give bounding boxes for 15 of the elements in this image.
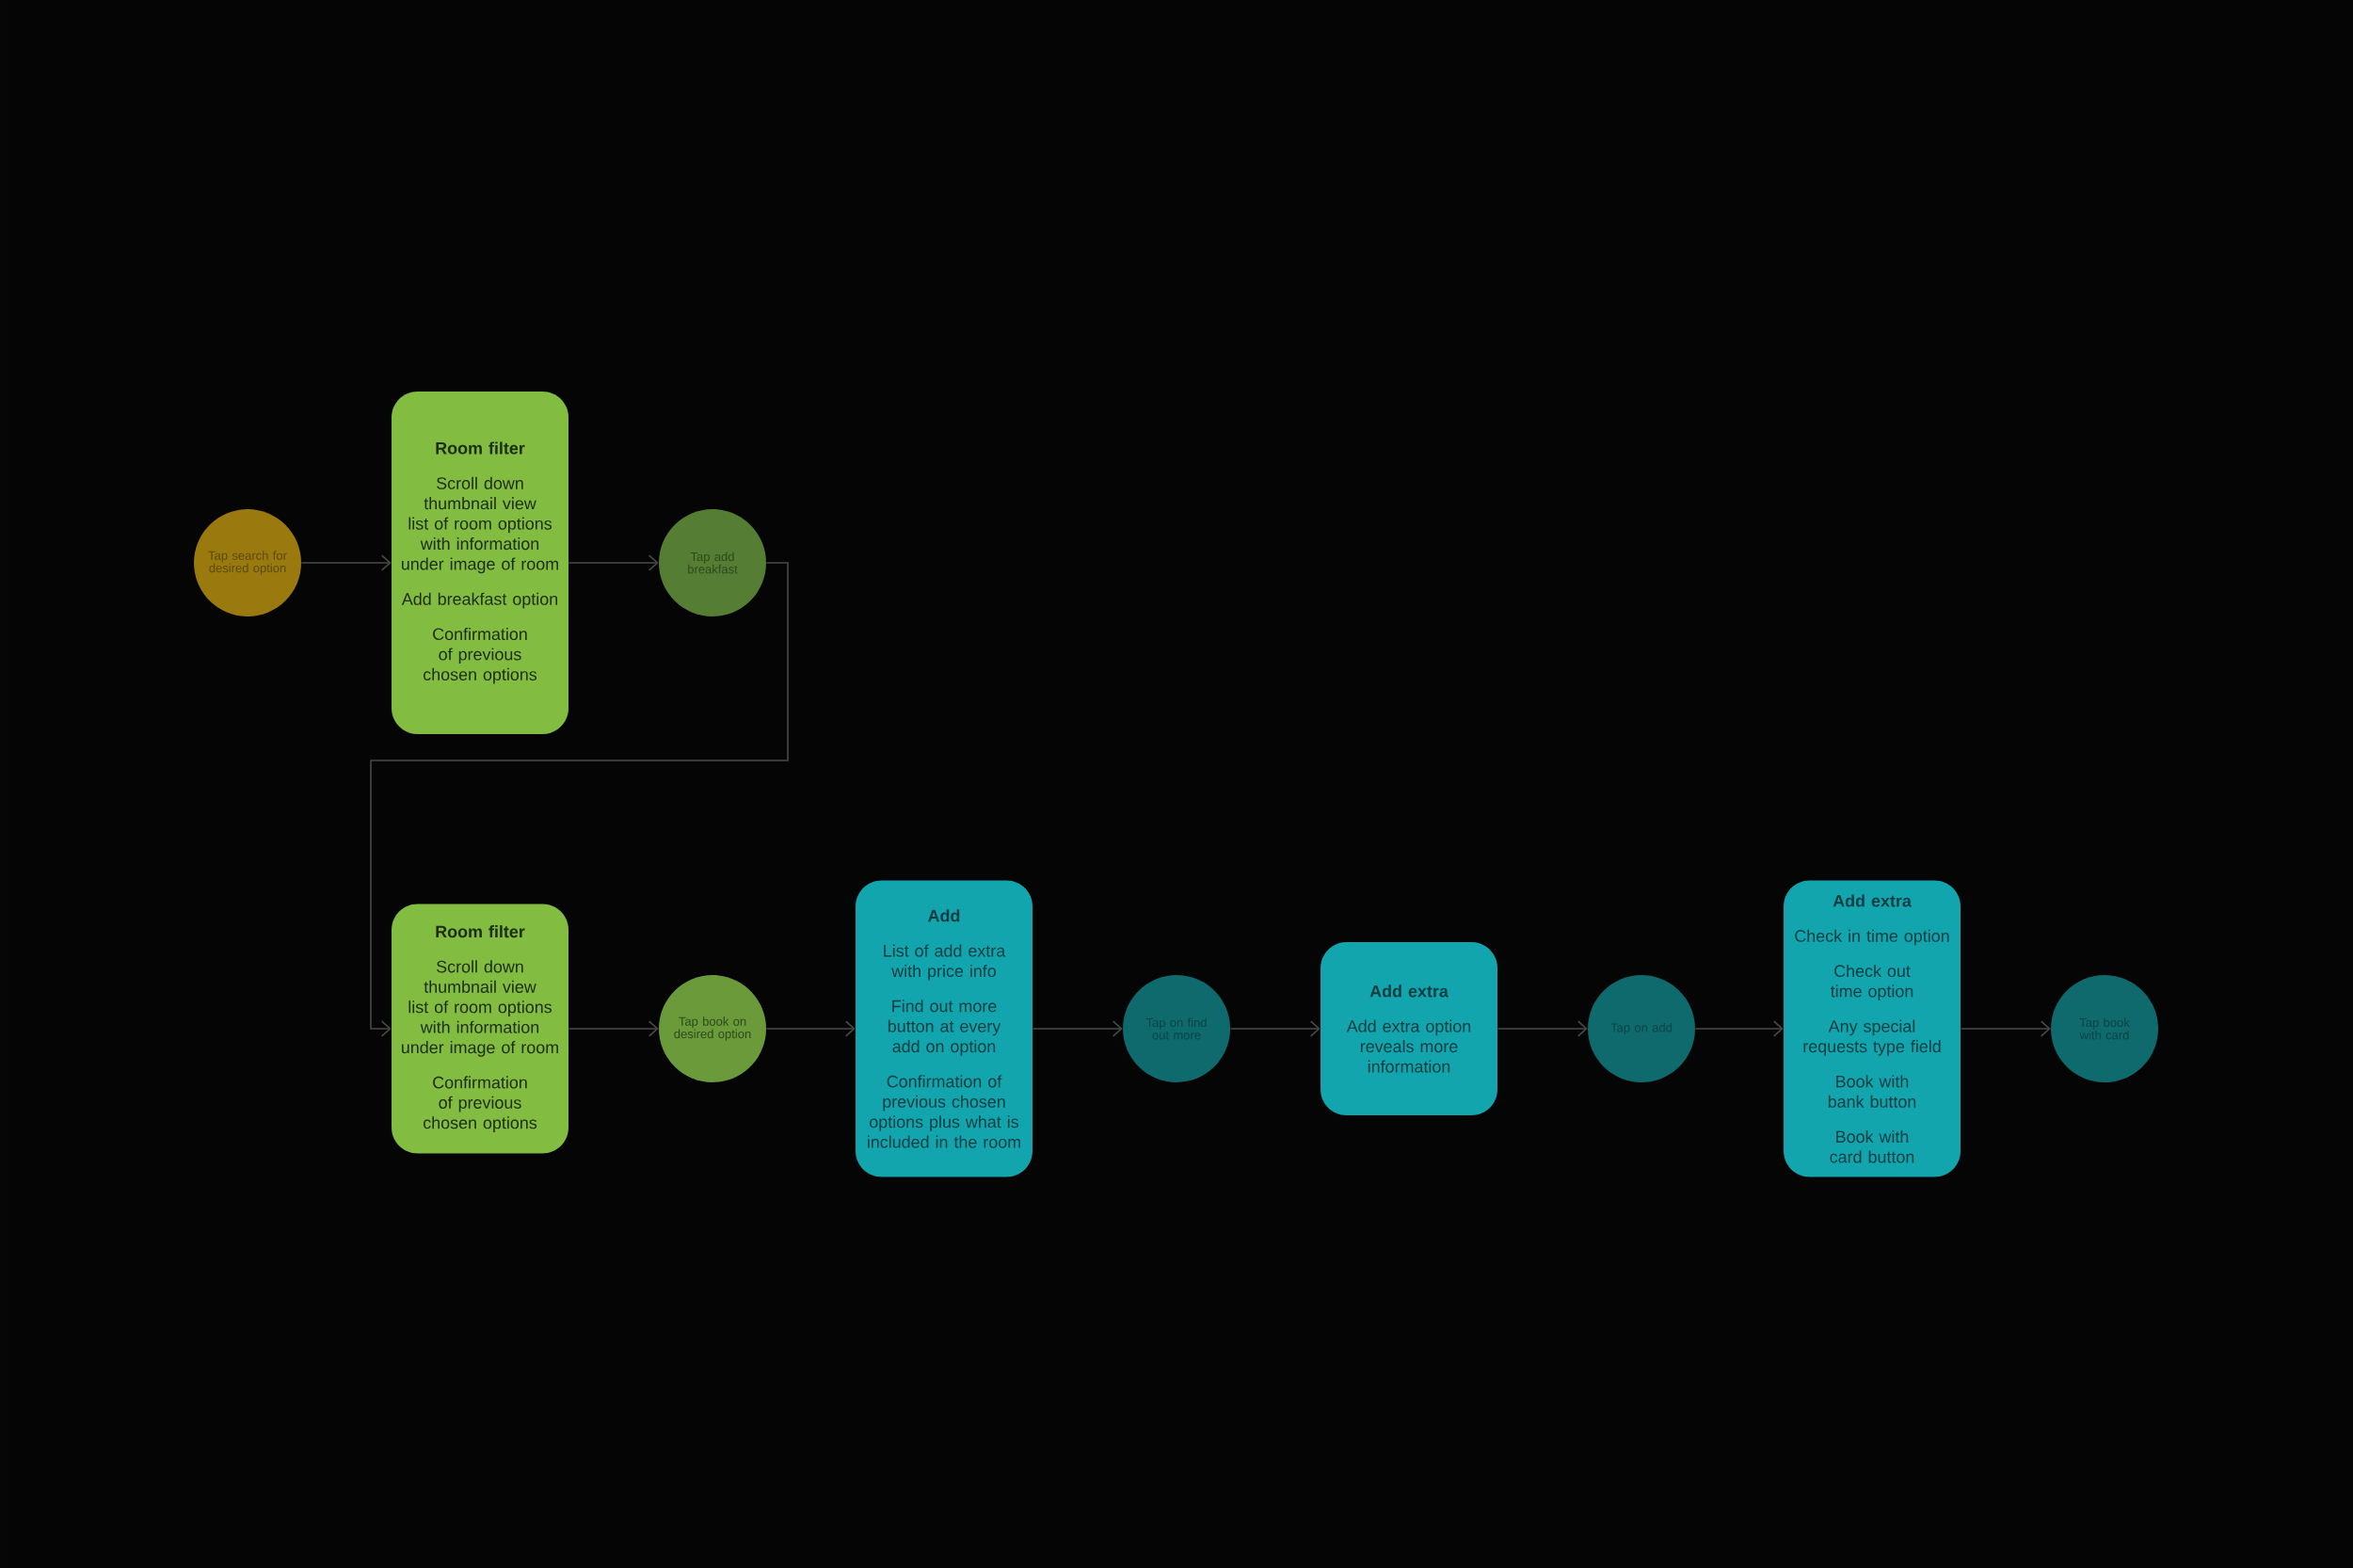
arrow <box>765 1020 856 1037</box>
arrow <box>568 554 659 571</box>
arrow <box>568 1020 659 1037</box>
screen-box: Add extra Add extra option reveals more information <box>1321 942 1497 1115</box>
arrow <box>1694 1020 1784 1037</box>
arrow <box>1960 1020 2051 1037</box>
screen-box: Room filter Scroll down thumbnail view list of room options with information under image of room Confirmation of previous chosen options <box>392 904 568 1154</box>
screen-box: Add List of add extra with price info Find out more button at every add on option Confirmation of previous chosen options plus what is included in the room <box>856 880 1032 1177</box>
arrow <box>1229 1020 1321 1037</box>
arrow <box>300 554 392 571</box>
screen-box: Room filter Scroll down thumbnail view list of room options with information under image of room Add breakfast option Confirmation of previous chosen options <box>392 391 568 734</box>
arrow <box>370 562 789 1037</box>
arrow <box>1032 1020 1123 1037</box>
arrow <box>1497 1020 1588 1037</box>
screen-box: Add extra Check in time option Check out time option Any special requests type field Book with bank button Book with card button <box>1784 880 1961 1177</box>
